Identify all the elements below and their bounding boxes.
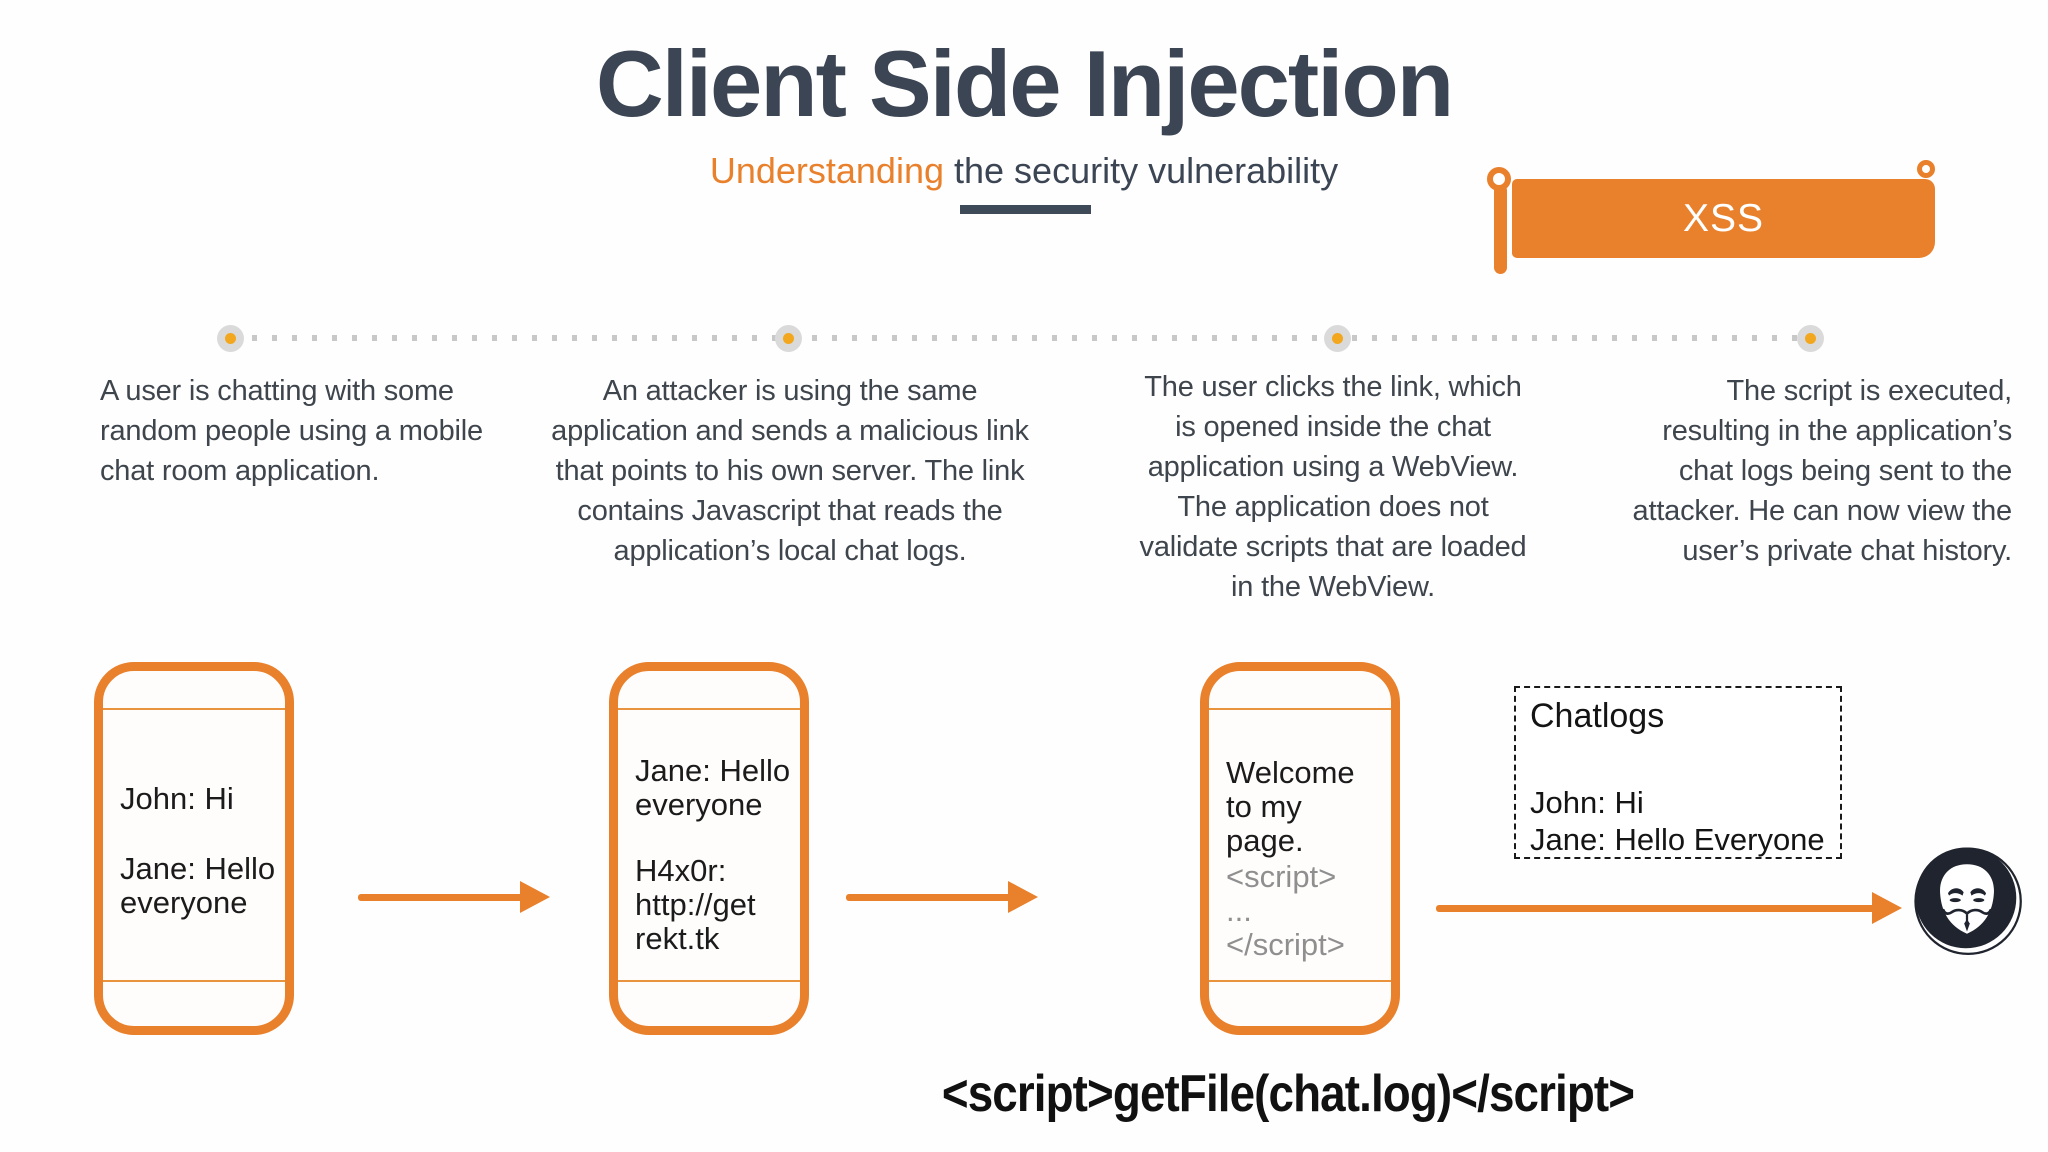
anonymous-mask-icon: [1911, 843, 2023, 955]
page-title: Client Side Injection: [595, 31, 1454, 136]
subtitle-highlight: Understanding: [709, 150, 944, 191]
chatlogs-title: Chatlogs: [1530, 697, 1665, 735]
webview-script-text: <script>...</script>: [1226, 859, 1345, 962]
xss-ribbon-label: XSS: [1682, 196, 1765, 240]
timeline-dot-4: [1797, 325, 1824, 352]
subtitle-rest: the security vulnerability: [944, 150, 1339, 191]
subtitle: Understanding the security vulnerability: [0, 150, 2048, 192]
timeline-dotted-line: [232, 335, 1827, 341]
arrow-head: [1872, 892, 1902, 924]
xss-ribbon-pole: [1494, 184, 1507, 274]
xss-ribbon: XSS: [1512, 179, 1935, 258]
step-4-text: The script is executed,resulting in the …: [1632, 375, 2013, 567]
ribbon-curl-right: [1917, 160, 1935, 178]
timeline-dot-1: [217, 325, 244, 352]
ribbon-curl-left: [1487, 167, 1511, 191]
arrow-shaft: [846, 894, 1014, 901]
arrow-shaft: [1436, 905, 1878, 912]
flow-arrow-1: [358, 881, 550, 913]
arrow-head: [520, 881, 550, 913]
chat-message: John: Hi: [120, 781, 234, 816]
arrow-head: [1008, 881, 1038, 913]
subtitle-underline: [960, 205, 1091, 214]
arrow-shaft: [358, 894, 526, 901]
flow-arrow-3: [1436, 892, 1902, 924]
exploit-script-code: <script>getFile(chat.log)</script>: [941, 1065, 1635, 1123]
flow-arrow-2: [846, 881, 1038, 913]
timeline-dot-3: [1324, 325, 1351, 352]
timeline-dot-2: [775, 325, 802, 352]
